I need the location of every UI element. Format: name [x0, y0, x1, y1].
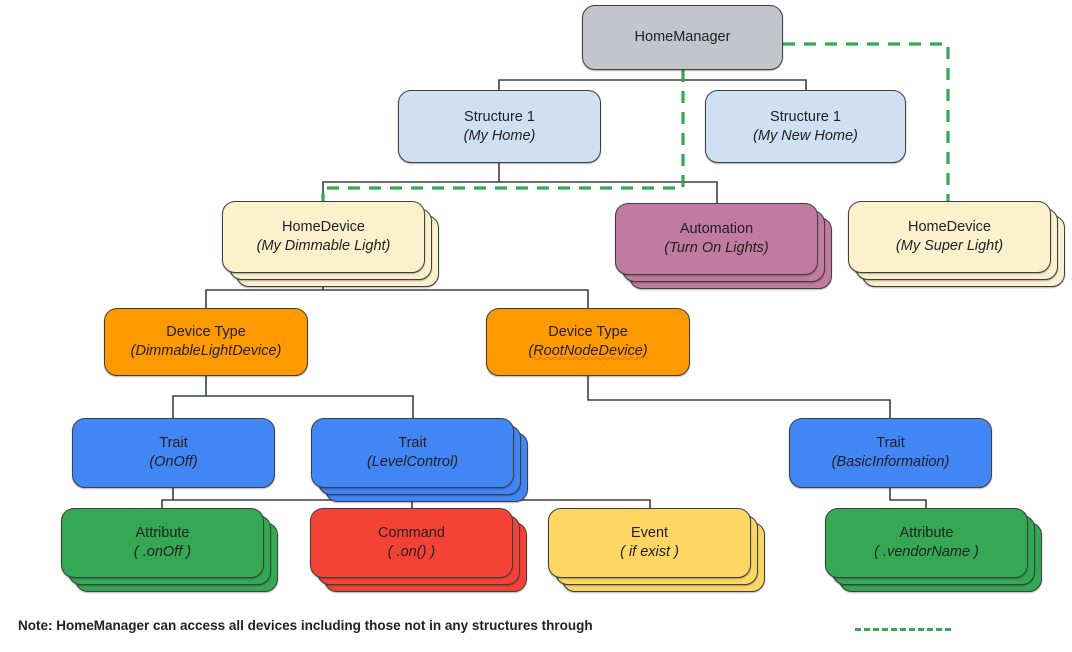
connector-line	[323, 289, 589, 308]
footnote-text: Note: HomeManager can access all devices…	[18, 618, 593, 633]
node-instance-label: (RootNodeDevice)	[528, 343, 648, 359]
node-instance-label: (Turn On Lights)	[664, 240, 769, 256]
node-instance-label: ( .on() )	[387, 544, 436, 560]
node-instance-label: ( .vendorName )	[874, 544, 979, 560]
node-type-label: Device Type	[166, 324, 246, 341]
node-attribute-onoff[interactable]: Attribute ( .onOff )	[61, 508, 264, 578]
node-type-label: Structure 1	[464, 108, 535, 125]
legend-dashed-line-sample	[855, 628, 951, 631]
connector-line	[889, 488, 927, 508]
node-trait-levelctl[interactable]: Trait (LevelControl)	[311, 418, 514, 488]
node-trait-basicinfo[interactable]: Trait (BasicInformation)	[789, 418, 992, 488]
node-structure-2[interactable]: Structure 1 (My New Home)	[705, 90, 906, 163]
node-instance-label: (My New Home)	[753, 127, 858, 144]
node-homedevice-2[interactable]: HomeDevice (My Super Light)	[848, 201, 1051, 273]
node-type-label: Trait	[398, 435, 427, 452]
node-type-label: Command	[378, 525, 445, 542]
node-trait-onoff[interactable]: Trait (OnOff)	[72, 418, 275, 488]
node-type-label: Structure 1	[770, 108, 841, 125]
node-type-label: Attribute	[135, 525, 190, 542]
connector-line	[498, 70, 684, 90]
node-instance-label: (My Super Light)	[895, 238, 1004, 254]
node-homemanager[interactable]: HomeManager	[582, 5, 783, 70]
node-event-ifexist[interactable]: Event ( if exist )	[548, 508, 751, 578]
node-command-on[interactable]: Command ( .on() )	[310, 508, 513, 578]
node-instance-label: (DimmableLightDevice)	[130, 343, 282, 359]
node-type-label: Attribute	[899, 525, 954, 542]
node-automation-1[interactable]: Automation (Turn On Lights)	[615, 203, 818, 275]
node-type-label: Event	[630, 525, 669, 542]
node-instance-label: (My Dimmable Light)	[256, 238, 391, 254]
node-instance-label: ( if exist )	[620, 544, 679, 560]
node-instance-label: (My Home)	[463, 127, 536, 144]
connector-line	[587, 376, 891, 418]
node-attribute-vendor[interactable]: Attribute ( .vendorName )	[825, 508, 1028, 578]
node-type-label: Automation	[679, 221, 754, 238]
node-type-label: Trait	[876, 435, 905, 452]
node-homedevice-1[interactable]: HomeDevice (My Dimmable Light)	[222, 201, 425, 273]
connector-line	[206, 395, 414, 418]
connector-line	[322, 163, 500, 201]
node-type-label: HomeDevice	[908, 219, 991, 236]
node-instance-label: ( .onOff )	[133, 544, 192, 560]
connector-line	[172, 376, 207, 418]
connector-line	[683, 79, 807, 90]
node-type-label: Trait	[159, 435, 188, 452]
node-instance-label: (BasicInformation)	[831, 454, 950, 470]
node-instance-label: (OnOff)	[149, 454, 198, 470]
connector-line	[161, 488, 174, 508]
node-instance-label: (LevelControl)	[366, 454, 459, 470]
node-type-label: HomeManager	[634, 29, 731, 46]
node-structure-1[interactable]: Structure 1 (My Home)	[398, 90, 601, 163]
connector-line	[499, 181, 718, 203]
node-type-label: Device Type	[548, 324, 628, 341]
node-devicetype-2[interactable]: Device Type (RootNodeDevice)	[486, 308, 690, 376]
node-devicetype-1[interactable]: Device Type (DimmableLightDevice)	[104, 308, 308, 376]
node-type-label: HomeDevice	[282, 219, 365, 236]
